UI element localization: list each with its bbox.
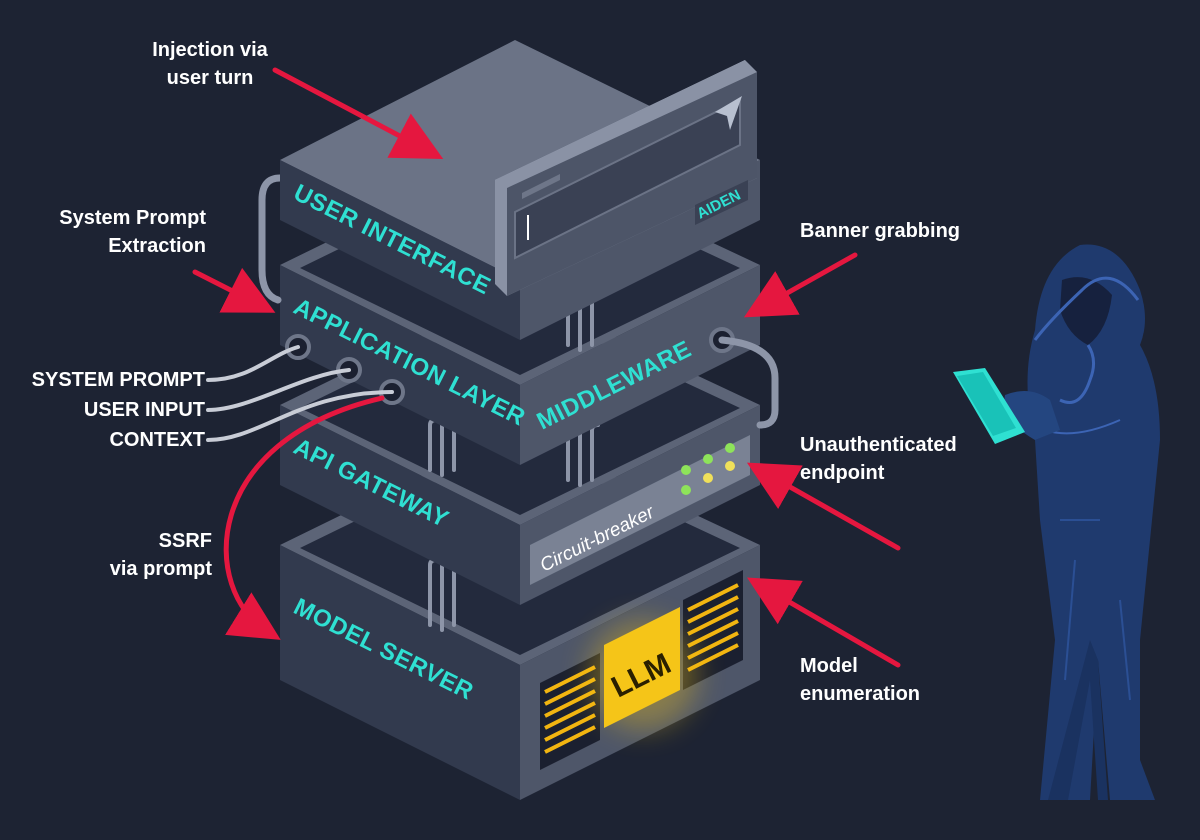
banner-grabbing-label: Banner grabbing [800,220,960,242]
enumeration-label-line2: enumeration [800,683,920,705]
input-wires [206,345,394,442]
injection-label-line1: Injection via [152,39,268,61]
status-led [725,461,735,471]
unauthenticated-label-line2: endpoint [800,462,885,484]
status-led [703,473,713,483]
user-input-label: USER INPUT [84,399,205,421]
system-prompt-input-label: SYSTEM PROMPT [32,369,205,391]
ssrf-label-line1: SSRF [159,530,212,552]
unauthenticated-arrow [746,462,901,551]
enumeration-label-line1: Model [800,655,858,677]
chat-input[interactable] [514,98,741,260]
brand-badge [695,180,748,225]
status-led [681,485,691,495]
banner-grabbing-arrow [743,252,858,318]
chat-widget: AIDEN [495,60,757,296]
context-input-label: CONTEXT [109,429,205,451]
hooded-attacker-figure [953,244,1160,800]
user-interface-layer: AIDEN USER INTERFACE [280,40,760,340]
extraction-label-line2: Extraction [108,235,206,257]
llm-chip [604,607,680,728]
injection-arrow [272,67,444,160]
status-led [703,454,713,464]
ssrf-arrow [223,395,385,640]
circuit-breaker-panel [530,435,750,585]
send-icon[interactable] [715,96,742,130]
chat-header-bar [522,174,560,199]
ssrf-label-line2: via prompt [110,558,213,580]
extraction-label-line1: System Prompt [59,207,206,229]
enumeration-arrow [747,577,901,668]
unauthenticated-label-line1: Unauthenticated [800,434,957,456]
injection-label-line2: user turn [167,67,254,89]
status-led [681,465,691,475]
status-led [725,443,735,453]
attack-arrows [192,67,901,668]
middleware-cable [718,336,779,429]
ui-side-cable [258,174,284,304]
extraction-arrow [192,267,276,313]
